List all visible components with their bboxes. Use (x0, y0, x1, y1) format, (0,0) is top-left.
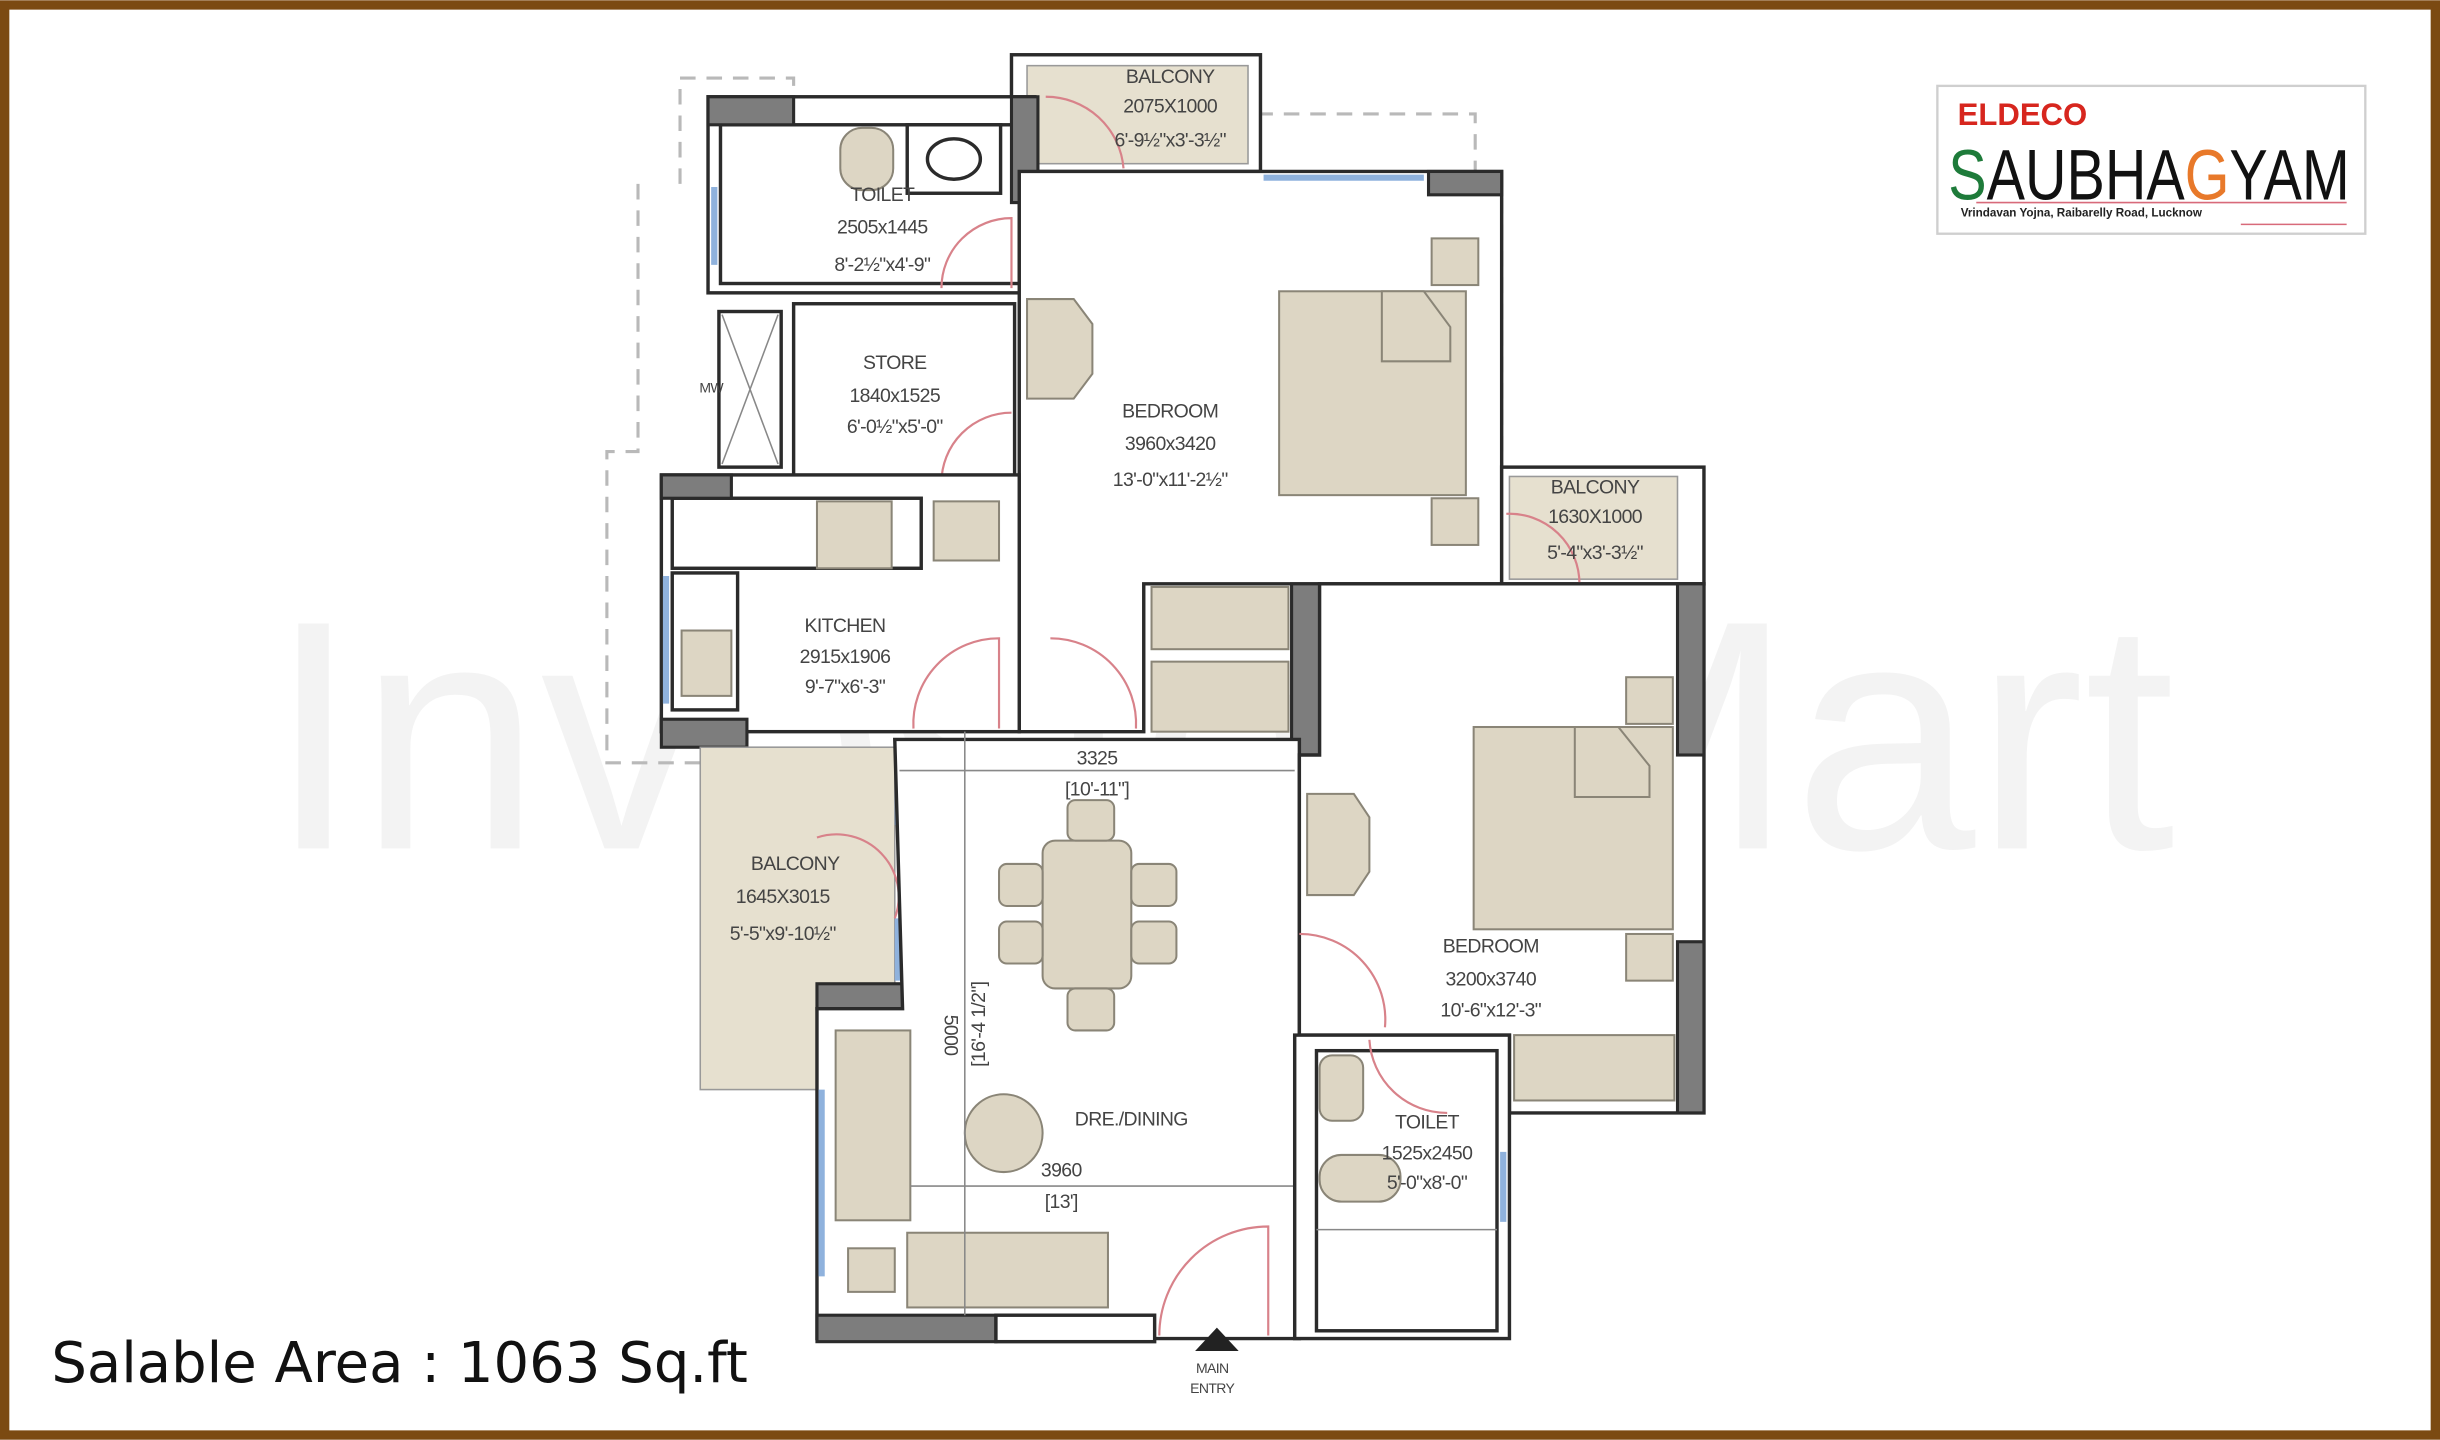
entry-label-2: ENTRY (1190, 1380, 1235, 1396)
svg-text:DRE./DINING: DRE./DINING (1075, 1108, 1188, 1130)
dresser-chair (1306, 792, 1371, 897)
wardrobe (1150, 660, 1290, 733)
store (791, 302, 1017, 488)
sofa-horizontal (906, 1231, 1109, 1309)
svg-text:2915x1906: 2915x1906 (800, 646, 891, 668)
svg-text:BEDROOM: BEDROOM (1122, 400, 1218, 422)
svg-text:1630X1000: 1630X1000 (1548, 506, 1643, 528)
salable-area: Salable Area : 1063 Sq.ft (51, 1331, 748, 1396)
svg-text:TOILET: TOILET (1395, 1111, 1460, 1133)
room-labels: BALCONY 2075X1000 6'-9½"x3'-3½" TOILET 2… (730, 66, 1645, 1194)
dimension-vertical-mm: 5000 (940, 1015, 962, 1057)
wall-segment (994, 1313, 1157, 1344)
door-toilet-2 (1368, 1039, 1448, 1115)
svg-text:1840x1525: 1840x1525 (849, 385, 940, 407)
terrace-outline (605, 76, 1504, 765)
dimension-top-ft: [10'-11"] (1065, 778, 1129, 800)
svg-text:5'-4"x3'-3½": 5'-4"x3'-3½" (1547, 542, 1644, 564)
svg-text:8'-2½"x4'-9": 8'-2½"x4'-9" (834, 254, 931, 276)
bed-2-blanket (1573, 725, 1651, 799)
svg-text:Vrindavan Yojna, Raibarelly Ro: Vrindavan Yojna, Raibarelly Road, Luckno… (1961, 207, 2203, 220)
svg-text:5'-0"x8'-0": 5'-0"x8'-0" (1387, 1172, 1468, 1194)
dining-table (1041, 839, 1133, 990)
sofa-vertical (834, 1029, 912, 1222)
dimension-bottom-ft: [13'] (1045, 1191, 1078, 1213)
shaft-label: MW (699, 379, 724, 395)
door-store (940, 411, 1012, 483)
balcony-top-floor (1026, 64, 1249, 165)
svg-text:BALCONY: BALCONY (751, 853, 840, 875)
svg-text:BALCONY: BALCONY (1126, 66, 1215, 88)
round-table (963, 1093, 1044, 1174)
wardrobe (1150, 585, 1290, 651)
dimension-top-mm: 3325 (1077, 747, 1118, 769)
svg-text:BEDROOM: BEDROOM (1443, 936, 1539, 958)
column (815, 1313, 998, 1344)
dimension-bottom-mm: 3960 (1041, 1160, 1083, 1182)
svg-text:6'-0½"x5'-0": 6'-0½"x5'-0" (847, 416, 944, 438)
nightstand (1625, 932, 1674, 982)
svg-text:KITCHEN: KITCHEN (804, 615, 885, 637)
svg-text:2075X1000: 2075X1000 (1123, 95, 1218, 117)
fridge (932, 500, 1001, 562)
column (706, 95, 796, 127)
dimension-vertical-ft: [16'-4 1/2"] (968, 981, 990, 1066)
svg-text:1645X3015: 1645X3015 (736, 886, 830, 908)
entry-arrow-icon (1195, 1327, 1239, 1352)
svg-text:10'-6"x12'-3": 10'-6"x12'-3" (1440, 999, 1541, 1021)
nightstand (1430, 237, 1480, 287)
svg-text:3960x3420: 3960x3420 (1125, 433, 1216, 455)
wc-icon (1318, 1153, 1402, 1203)
column (1675, 582, 1706, 757)
column (659, 473, 733, 500)
wc-icon (839, 126, 895, 192)
svg-text:BALCONY: BALCONY (1551, 477, 1640, 499)
svg-text:6'-9½"x3'-3½": 6'-9½"x3'-3½" (1114, 130, 1226, 152)
svg-text:5'-5"x9'-10½": 5'-5"x9'-10½" (730, 923, 837, 945)
nightstand (1625, 676, 1674, 725)
wardrobe (1513, 1034, 1676, 1102)
column (1290, 582, 1322, 757)
column (1426, 169, 1504, 197)
svg-text:1525x2450: 1525x2450 (1382, 1143, 1473, 1165)
svg-text:3200x3740: 3200x3740 (1445, 968, 1536, 990)
svg-text:2505x1445: 2505x1445 (837, 217, 928, 239)
bed-2 (1472, 725, 1674, 931)
side-table (847, 1247, 896, 1293)
dresser-chair (1026, 298, 1094, 400)
door-main-entry (1158, 1225, 1270, 1336)
svg-text:9'-7"x6'-3": 9'-7"x6'-3" (805, 676, 886, 698)
dining-chairs (998, 799, 1178, 1032)
door-toilet-1 (940, 217, 1013, 289)
svg-text:13'-0"x11'-2½": 13'-0"x11'-2½" (1113, 469, 1229, 491)
basin-icon (1318, 1054, 1365, 1122)
door-kitchen (912, 637, 1001, 729)
entry-label-1: MAIN (1196, 1360, 1229, 1376)
door-bedroom-1 (1050, 637, 1138, 729)
column (659, 717, 749, 749)
door-balcony-top (1045, 95, 1125, 169)
column (1675, 940, 1706, 1115)
nightstand (1430, 497, 1480, 546)
svg-text:ELDECO: ELDECO (1958, 97, 2088, 132)
hob-icon (815, 500, 893, 570)
eldeco-saubhagyam-logo: ELDECO SAUBHAGYAM Vrindavan Yojna, Raiba… (1936, 84, 2367, 235)
sink-drainboard (680, 629, 733, 697)
svg-text:STORE: STORE (863, 352, 927, 374)
svg-text:SAUBHAGYAM: SAUBHAGYAM (1948, 135, 2349, 215)
svg-text:TOILET: TOILET (850, 184, 915, 206)
door-balcony-right (1506, 512, 1581, 584)
door-bedroom-2 (1299, 932, 1387, 1028)
column (815, 982, 905, 1011)
basin-icon (925, 137, 983, 181)
bed-1-blanket (1380, 290, 1452, 363)
